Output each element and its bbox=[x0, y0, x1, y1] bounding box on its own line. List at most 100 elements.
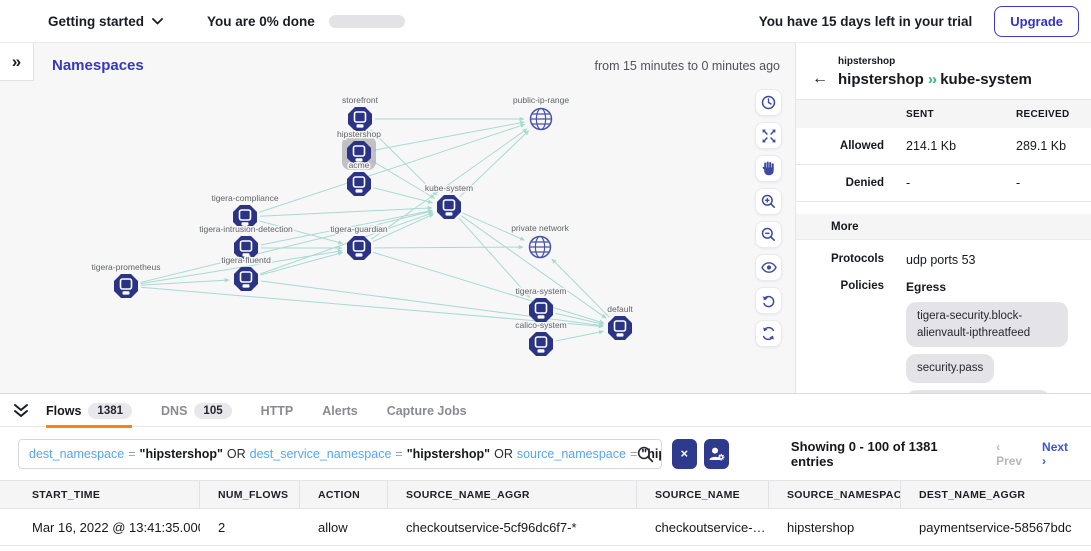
graph-edge[interactable] bbox=[372, 213, 435, 243]
zoom-out-icon bbox=[761, 227, 775, 241]
graph-node-kube-system[interactable]: kube-system bbox=[423, 182, 475, 219]
graph-edge[interactable] bbox=[555, 312, 605, 326]
col-action[interactable]: ACTION bbox=[300, 481, 388, 508]
graph-edge[interactable] bbox=[259, 205, 433, 217]
graph-node-tigera-intrusion-detection[interactable]: tigera-intrusion-detection bbox=[198, 223, 295, 260]
col-source-namespace[interactable]: SOURCE_NAMESPACE bbox=[769, 481, 901, 508]
graph-node-label: acme bbox=[349, 160, 370, 170]
graph-edge[interactable] bbox=[259, 220, 344, 245]
graph-edge[interactable] bbox=[370, 128, 528, 240]
prev-page-button[interactable]: ‹ Prev bbox=[996, 439, 1023, 468]
graph-edge[interactable] bbox=[259, 212, 434, 275]
tab-alerts[interactable]: Alerts bbox=[322, 394, 357, 427]
more-section-header: More bbox=[796, 214, 1091, 240]
getting-started-label: Getting started bbox=[48, 13, 145, 29]
graph-node-tigera-compliance[interactable]: tigera-compliance bbox=[210, 192, 280, 229]
graph-node-label: public-ip-range bbox=[513, 95, 569, 105]
graph-node-label: tigera-compliance bbox=[211, 193, 278, 203]
zoom-out-button[interactable] bbox=[755, 221, 782, 248]
graph-node-hipstershop[interactable]: hipstershop bbox=[336, 128, 383, 170]
tab-capture-jobs[interactable]: Capture Jobs bbox=[387, 394, 467, 427]
trial-days-left-text: You have 15 days left in your trial bbox=[758, 13, 973, 29]
green-chevrons-icon: ›› bbox=[928, 70, 937, 88]
graph-edge[interactable] bbox=[260, 251, 344, 276]
getting-started-menu[interactable]: Getting started bbox=[48, 14, 163, 29]
clear-search-button[interactable]: × bbox=[671, 438, 697, 469]
graph-node-default[interactable]: default bbox=[606, 303, 635, 340]
tab-flows[interactable]: Flows 1381 bbox=[46, 394, 133, 428]
col-num-flows[interactable]: NUM_FLOWS bbox=[200, 481, 300, 508]
graph-node-label: storefront bbox=[342, 95, 379, 105]
protocols-label: Protocols bbox=[830, 253, 884, 265]
graph-edge[interactable] bbox=[370, 129, 438, 196]
panel-title: hipstershop ›› kube-system bbox=[838, 71, 1032, 88]
graph-node-tigera-prometheus[interactable]: tigera-prometheus bbox=[90, 261, 162, 298]
top-bar: Getting started You are 0% done You have… bbox=[0, 0, 1091, 42]
pan-hand-icon bbox=[762, 161, 774, 176]
flows-tab-bar: Flows 1381 DNS 105 HTTP Alerts Capture J… bbox=[0, 394, 1091, 428]
graph-node-storefront[interactable]: storefront bbox=[341, 94, 380, 131]
graph-edge[interactable] bbox=[373, 251, 605, 324]
graph-edge[interactable] bbox=[551, 258, 610, 318]
next-page-button[interactable]: Next › bbox=[1042, 439, 1069, 468]
upgrade-button[interactable]: Upgrade bbox=[994, 5, 1079, 37]
col-start-time[interactable]: START_TIME bbox=[0, 481, 200, 508]
traffic-stats-table: SENT RECEIVED Allowed 214.1 Kb 289.1 Kb … bbox=[796, 99, 1091, 202]
graph-edge[interactable] bbox=[373, 120, 525, 151]
graph-edge[interactable] bbox=[371, 160, 435, 199]
graph-node-acme[interactable]: acme bbox=[347, 159, 371, 196]
policy-pill[interactable]: security.pass bbox=[906, 354, 995, 384]
graph-node-tigera-system[interactable]: tigera-system bbox=[514, 285, 568, 322]
col-source-name[interactable]: SOURCE_NAME bbox=[637, 481, 769, 508]
policy-pill[interactable]: tigera-security.block-alienvault-ipthrea… bbox=[906, 302, 1068, 348]
undo-button[interactable] bbox=[755, 287, 782, 314]
col-dest-name-aggr[interactable]: DEST_NAME_AGGR bbox=[919, 488, 1026, 501]
collapse-panel-button[interactable] bbox=[13, 403, 29, 418]
graph-edge[interactable] bbox=[373, 187, 434, 204]
graph-node-public-ip-range[interactable]: public-ip-range bbox=[511, 94, 571, 131]
graph-node-label: tigera-prometheus bbox=[92, 262, 161, 272]
graph-node-tigera-guardian[interactable]: tigera-guardian bbox=[329, 223, 389, 260]
policies-label: Policies bbox=[840, 280, 884, 292]
graph-edge[interactable] bbox=[460, 215, 607, 319]
graph-edge[interactable] bbox=[140, 286, 604, 329]
zoom-in-button[interactable] bbox=[755, 188, 782, 215]
policy-pill[interactable]: platform.allow-kube-dns bbox=[906, 390, 1051, 393]
search-token-field: dest_namespace bbox=[29, 446, 125, 461]
graph-edge[interactable] bbox=[140, 278, 230, 286]
cell-start-time: Mar 16, 2022 @ 13:41:35.000 bbox=[32, 519, 200, 535]
cell-source-namespace: hipstershop bbox=[787, 519, 855, 535]
graph-title: Namespaces bbox=[52, 57, 144, 74]
fit-to-view-button[interactable] bbox=[755, 122, 782, 149]
row-expander-chevron[interactable] bbox=[11, 531, 22, 535]
graph-edge[interactable] bbox=[373, 244, 524, 250]
tab-http[interactable]: HTTP bbox=[261, 394, 294, 427]
graph-edge[interactable] bbox=[462, 212, 526, 241]
graph-edge[interactable] bbox=[140, 209, 434, 283]
refresh-button[interactable] bbox=[755, 320, 782, 347]
search-icon[interactable] bbox=[637, 446, 654, 466]
tab-dns[interactable]: DNS 105 bbox=[161, 394, 232, 427]
graph-edge[interactable] bbox=[458, 217, 531, 298]
back-arrow-icon[interactable]: ← bbox=[812, 70, 828, 87]
graph-node-private-network[interactable]: private network bbox=[510, 222, 571, 259]
graph-node-tigera-fluentd[interactable]: tigera-fluentd bbox=[220, 254, 273, 291]
cell-source-name-aggr: checkoutservice-5cf96dc6f7-* bbox=[406, 519, 577, 535]
graph-edge[interactable] bbox=[459, 130, 530, 197]
table-row[interactable]: Mar 16, 2022 @ 13:41:35.000 2 allow chec… bbox=[0, 509, 1091, 546]
visibility-button[interactable] bbox=[755, 254, 782, 281]
graph-edge[interactable] bbox=[259, 123, 526, 213]
sidebar-expand-button[interactable]: » bbox=[0, 43, 34, 81]
search-token-val: "hipstershop" bbox=[139, 446, 223, 461]
graph-node-label: tigera-intrusion-detection bbox=[199, 224, 293, 234]
col-source-name-aggr[interactable]: SOURCE_NAME_AGGR bbox=[388, 481, 637, 508]
graph-node-calico-system[interactable]: calico-system bbox=[514, 319, 568, 356]
user-settings-button[interactable] bbox=[703, 438, 729, 469]
time-range-button[interactable] bbox=[755, 89, 782, 116]
graph-edge[interactable] bbox=[555, 330, 604, 342]
pan-button[interactable] bbox=[755, 155, 782, 182]
